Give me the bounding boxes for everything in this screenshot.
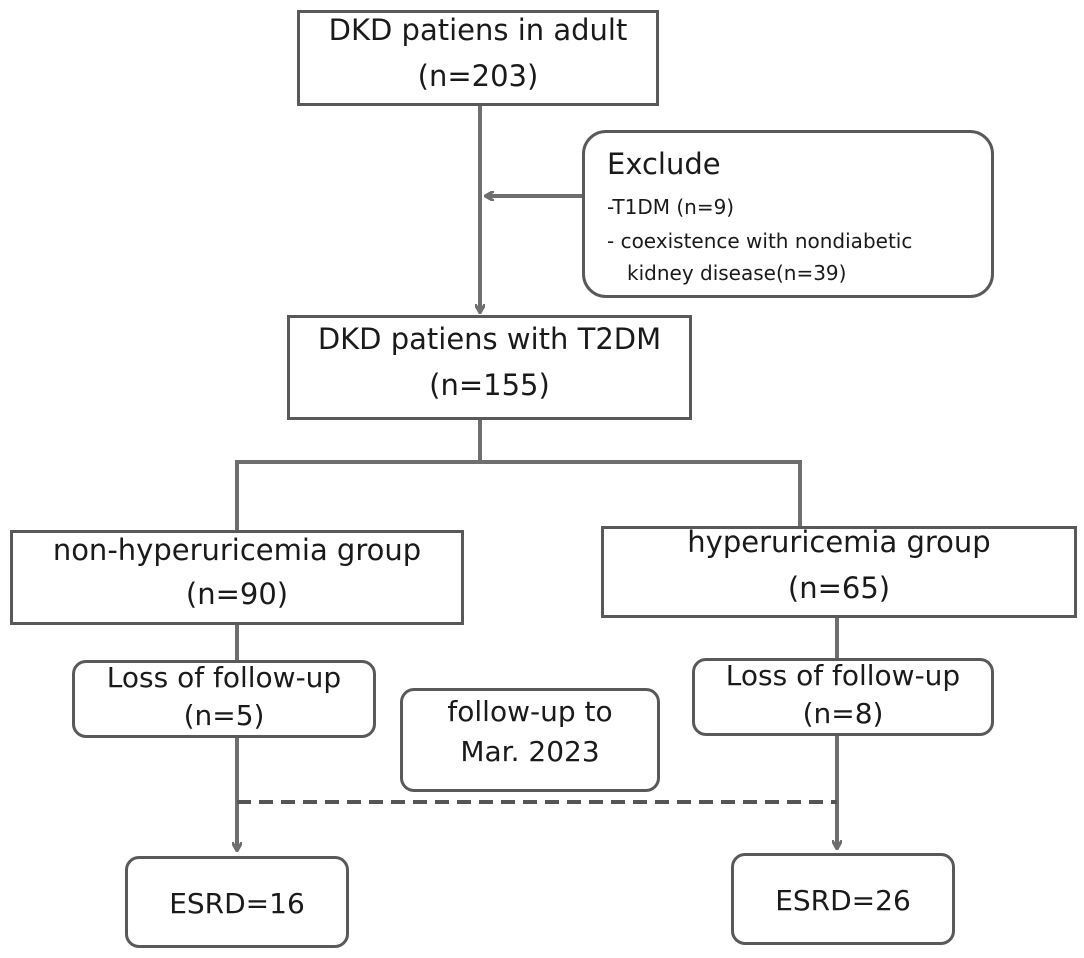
box-followup-line1: follow-up to — [447, 695, 613, 728]
box-non-hyperuricemia: non-hyperuricemia group (n=90) — [10, 530, 464, 625]
box-loss-right: Loss of follow-up (n=8) — [692, 658, 994, 736]
exclude-item-t1dm: -T1DM (n=9) — [607, 195, 735, 219]
box-non-hyperuricemia-title: non-hyperuricemia group — [52, 533, 422, 567]
box-dkd-t2dm-count: (n=155) — [429, 368, 550, 402]
box-dkd-adult: DKD patiens in adult (n=203) — [297, 10, 659, 106]
exclude-title: Exclude — [607, 147, 721, 181]
box-hyperuricemia-count: (n=65) — [787, 571, 891, 605]
box-esrd-right: ESRD=26 — [731, 853, 955, 945]
exclude-item-kidney-disease: kidney disease(n=39) — [627, 261, 847, 285]
box-loss-left-count: (n=5) — [183, 699, 265, 732]
box-exclude: Exclude -T1DM (n=9) - coexistence with n… — [582, 130, 994, 298]
exclude-item-nondiabetic: - coexistence with nondiabetic — [607, 229, 913, 253]
box-followup-line2: Mar. 2023 — [460, 735, 600, 768]
box-esrd-left-label: ESRD=16 — [169, 887, 305, 920]
box-dkd-adult-count: (n=203) — [417, 59, 539, 93]
box-non-hyperuricemia-count: (n=90) — [185, 577, 289, 611]
box-dkd-t2dm: DKD patiens with T2DM (n=155) — [287, 315, 692, 420]
box-hyperuricemia: hyperuricemia group (n=65) — [601, 525, 1077, 618]
box-dkd-t2dm-title: DKD patiens with T2DM — [317, 322, 662, 356]
box-loss-left-title: Loss of follow-up — [106, 661, 342, 694]
box-dkd-adult-title: DKD patiens in adult — [328, 13, 628, 47]
box-hyperuricemia-title: hyperuricemia group — [687, 525, 991, 559]
box-loss-right-count: (n=8) — [802, 697, 884, 730]
box-esrd-left: ESRD=16 — [125, 856, 349, 948]
box-loss-right-title: Loss of follow-up — [725, 659, 961, 692]
box-esrd-right-label: ESRD=26 — [775, 884, 911, 917]
box-followup: follow-up to Mar. 2023 — [400, 688, 660, 792]
box-loss-left: Loss of follow-up (n=5) — [72, 660, 376, 738]
